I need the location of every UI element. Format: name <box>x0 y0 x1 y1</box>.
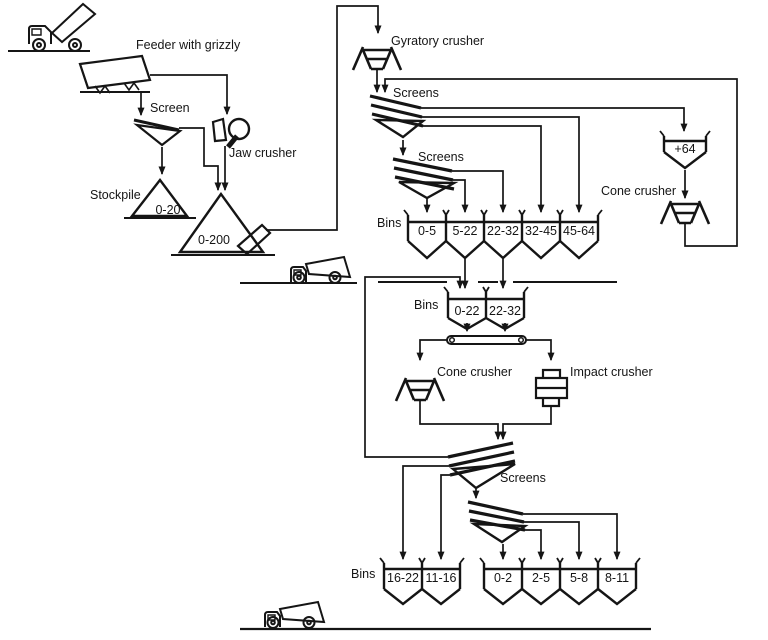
oversize-bin-value: +64 <box>674 142 696 156</box>
screens-tertiary-icon <box>447 441 516 490</box>
bin-value: 0-2 <box>493 571 513 585</box>
line-deck3-to-bin-32-45 <box>421 125 545 214</box>
line-deck1-to-plus64 <box>421 107 688 133</box>
screens-final-label: Screens <box>500 471 546 485</box>
jaw-crusher-label: Jaw crusher <box>229 146 297 160</box>
bins-row1-label: Bins <box>377 216 402 230</box>
screens-secondary-icon <box>392 157 459 200</box>
bin-value: 11-16 <box>425 571 457 585</box>
bin-value: 32-45 <box>525 224 557 238</box>
flow-lines <box>137 5 738 561</box>
screens-quaternary-icon <box>467 500 529 544</box>
line-conveyor-to-cone <box>416 339 447 362</box>
screens-upper-label: Screens <box>393 86 439 100</box>
bin-value: 8-11 <box>604 571 630 585</box>
bins-row3-right <box>479 557 641 606</box>
line-screens3-to-bin-11-16 <box>437 474 450 561</box>
dump-truck-bottom-icon <box>264 601 325 629</box>
stockpile-0-20-icon <box>124 178 196 219</box>
dump-truck-tipping-icon <box>28 2 97 52</box>
bin-value: 22-32 <box>487 224 519 238</box>
cone-crusher-mid-label: Cone crusher <box>437 365 513 379</box>
bin-value: 2-5 <box>531 571 551 585</box>
line-impact-to-screens3 <box>499 406 552 441</box>
ground-line-top <box>8 50 150 93</box>
line-chute-to-gyratory <box>266 5 382 231</box>
screens-primary-icon <box>369 94 427 139</box>
line-cone-recirculation <box>381 78 738 247</box>
cone-crusher-top-icon <box>659 199 711 226</box>
line-screens3-recirc-to-bin-0-22 <box>364 276 464 458</box>
gyratory-crusher-icon <box>351 45 403 72</box>
dump-truck-middle-icon <box>290 256 351 284</box>
cone-crusher-mid-icon <box>394 376 446 403</box>
bin-value: 5-8 <box>569 571 589 585</box>
stockpile-label: Stockpile <box>90 188 141 202</box>
line-screens2-to-bin-22-32 <box>452 170 507 214</box>
jaw-crusher-icon <box>211 117 251 149</box>
line-cone-to-screens3 <box>419 401 502 441</box>
screens-lower-label: Screens <box>418 150 464 164</box>
stockpile-0-200-icon <box>171 191 275 256</box>
discharge-chute-icon <box>236 223 272 256</box>
screen-primary-icon <box>133 118 183 147</box>
bins-row3-left <box>379 557 465 606</box>
bin-value: 0-22 <box>454 304 480 318</box>
bin-value: 22-32 <box>489 304 521 318</box>
line-screen-oversize-to-0-200 <box>179 127 222 192</box>
conveyor-icon <box>446 335 527 345</box>
bin-value: 0-5 <box>417 224 437 238</box>
impact-crusher-label: Impact crusher <box>570 365 653 379</box>
stockpile-0-20-value: 0-20 <box>155 203 181 217</box>
gyratory-crusher-label: Gyratory crusher <box>391 34 485 48</box>
screen-label: Screen <box>150 101 190 115</box>
line-screens3-to-bin-16-22 <box>399 465 449 561</box>
feeder-grizzly-icon <box>78 54 152 95</box>
feeder-grizzly-label: Feeder with grizzly <box>136 38 241 52</box>
bins-row3-label: Bins <box>351 567 376 581</box>
impact-crusher-icon <box>534 368 569 408</box>
line-conveyor-to-impact <box>526 339 555 362</box>
bin-value: 16-22 <box>387 571 419 585</box>
line-feeder-to-jaw <box>150 74 231 116</box>
line-screens4-to-bin-2-5 <box>523 529 545 561</box>
line-screens4-to-bin-5-8 <box>523 521 583 561</box>
bins-row1 <box>403 209 603 260</box>
bin-value: 5-22 <box>452 224 478 238</box>
line-deck2-to-bin-45-64 <box>421 116 583 214</box>
line-screens4-to-bin-8-11 <box>523 513 621 561</box>
cone-crusher-top-label: Cone crusher <box>601 184 677 198</box>
line-screens2-to-bin-5-22 <box>453 179 469 214</box>
stockpile-0-200-value: 0-200 <box>198 233 230 247</box>
bins-row2-label: Bins <box>414 298 439 312</box>
oversize-bin <box>659 130 711 170</box>
bin-value: 45-64 <box>563 224 595 238</box>
